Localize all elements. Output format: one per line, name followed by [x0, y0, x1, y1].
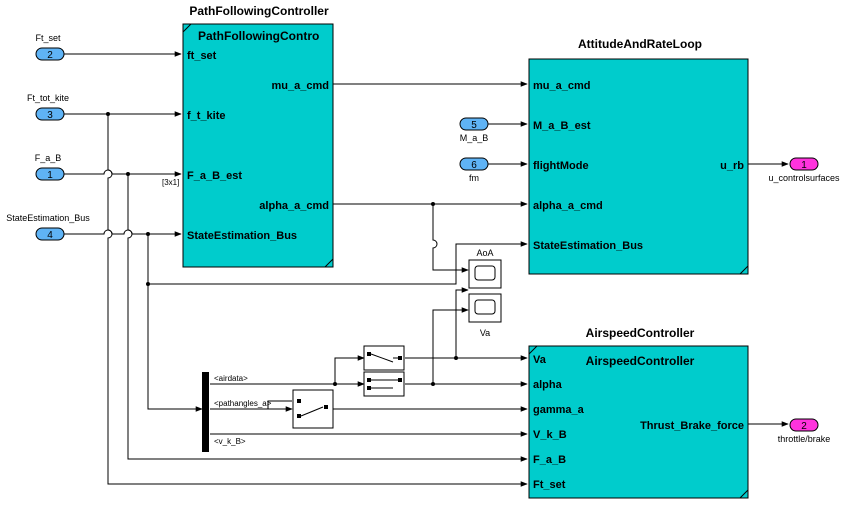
as-port-gamma-a: gamma_a [533, 404, 585, 416]
svg-text:<v_k_B>: <v_k_B> [214, 437, 246, 446]
outport-u-controlsurfaces[interactable]: 1 u_controlsurfaces [768, 157, 840, 183]
svg-text:1: 1 [47, 170, 53, 181]
inport-f-a-b[interactable]: F_a_B 1 [35, 153, 65, 181]
pf-port-alpha-a-cmd: alpha_a_cmd [259, 200, 329, 212]
bus-selector[interactable]: <airdata> <pathangles_a> <v_k_B> [202, 372, 272, 452]
svg-text:2: 2 [801, 421, 807, 432]
signal-dim-label: [3x1] [162, 178, 179, 187]
att-port-flightmode: flightMode [533, 160, 589, 172]
svg-text:Ft_tot_kite: Ft_tot_kite [27, 93, 69, 103]
path-following-title: PathFollowingController [189, 4, 329, 18]
as-port-alpha: alpha [533, 379, 563, 391]
pf-port-state-bus: StateEstimation_Bus [187, 230, 297, 242]
attitude-rate-loop-block[interactable]: AttitudeAndRateLoop mu_a_cmd M_a_B_est f… [528, 37, 749, 275]
pf-port-ft-set: ft_set [187, 50, 217, 62]
att-port-u-rb: u_rb [720, 160, 744, 172]
svg-text:2: 2 [47, 50, 53, 61]
svg-text:5: 5 [471, 120, 477, 131]
signal-lines [64, 51, 789, 487]
pf-port-f-a-b-est: F_a_B_est [187, 170, 242, 182]
outport-throttle-brake[interactable]: 2 throttle/brake [778, 418, 831, 444]
att-port-alpha-a-cmd: alpha_a_cmd [533, 200, 603, 212]
inport-ft-tot-kite[interactable]: Ft_tot_kite 3 [27, 93, 69, 121]
as-port-f-a-b: F_a_B [533, 454, 566, 466]
switch-va[interactable] [363, 345, 405, 371]
attitude-title: AttitudeAndRateLoop [578, 37, 702, 51]
svg-text:3: 3 [47, 110, 53, 121]
att-port-mu-a-cmd: mu_a_cmd [533, 80, 590, 92]
svg-text:6: 6 [471, 160, 477, 171]
as-port-thrust-brake: Thrust_Brake_force [640, 420, 744, 432]
inport-fm[interactable]: 6 fm [459, 157, 489, 183]
airspeed-controller-block[interactable]: AirspeedController AirspeedController Va… [528, 326, 749, 499]
scope-va-label: Va [480, 328, 490, 338]
svg-text:u_controlsurfaces: u_controlsurfaces [768, 173, 840, 183]
svg-text:<pathangles_a>: <pathangles_a> [214, 399, 272, 408]
svg-text:4: 4 [47, 230, 53, 241]
scope-va[interactable]: Va [468, 293, 502, 338]
svg-text:1: 1 [801, 160, 807, 171]
path-following-controller-block[interactable]: PathFollowingController PathFollowingCon… [182, 4, 334, 268]
switch-gamma[interactable] [292, 389, 334, 429]
as-port-v-k-b: V_k_B [533, 429, 567, 441]
scope-aoa-label: AoA [476, 248, 493, 258]
as-port-va: Va [533, 354, 547, 366]
as-port-ft-set: Ft_set [533, 479, 566, 491]
svg-text:StateEstimation_Bus: StateEstimation_Bus [6, 213, 90, 223]
scope-aoa[interactable]: AoA [468, 248, 502, 289]
path-following-inner-title: PathFollowingContro [198, 29, 319, 43]
inport-ft-set[interactable]: Ft_set 2 [35, 33, 65, 61]
svg-text:M_a_B: M_a_B [460, 133, 489, 143]
pf-port-f-t-kite: f_t_kite [187, 110, 226, 122]
svg-text:throttle/brake: throttle/brake [778, 434, 831, 444]
switch-alpha[interactable] [363, 371, 405, 397]
airspeed-inner-title: AirspeedController [586, 354, 695, 368]
svg-text:Ft_set: Ft_set [35, 33, 61, 43]
svg-text:<airdata>: <airdata> [214, 374, 248, 383]
svg-text:F_a_B: F_a_B [35, 153, 62, 163]
branch-junctions [106, 112, 458, 386]
airspeed-title: AirspeedController [586, 326, 695, 340]
inport-m-a-b[interactable]: 5 M_a_B [459, 117, 489, 143]
svg-text:fm: fm [469, 173, 479, 183]
pf-port-mu-a-cmd: mu_a_cmd [272, 80, 329, 92]
inport-state-bus[interactable]: StateEstimation_Bus 4 [6, 213, 90, 241]
att-port-state-bus: StateEstimation_Bus [533, 240, 643, 252]
att-port-m-a-b-est: M_a_B_est [533, 120, 591, 132]
